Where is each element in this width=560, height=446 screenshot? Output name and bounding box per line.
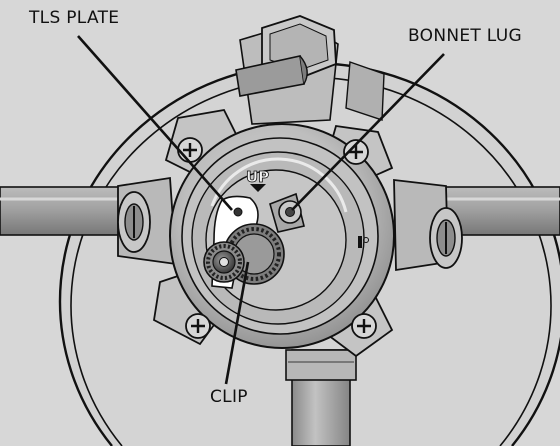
cartridge-stem <box>203 223 285 285</box>
valve-body <box>153 108 395 358</box>
leader-clip <box>224 261 250 385</box>
screw-icon <box>343 139 369 165</box>
leader-tls-plate <box>77 35 233 211</box>
left-fitting <box>117 176 177 266</box>
leader-bonnet-lug <box>291 53 445 211</box>
screw-icon <box>185 313 211 339</box>
screw-icon <box>351 313 377 339</box>
upper-valve <box>235 15 385 125</box>
leader-lines <box>77 35 445 385</box>
callout-clip: CLIP <box>210 387 248 407</box>
up-arrow-icon <box>250 184 266 192</box>
right-fitting <box>393 178 463 272</box>
up-marking: UP <box>246 168 269 186</box>
callout-tls-plate: TLS PLATE <box>29 8 120 28</box>
screw-icon <box>177 137 203 163</box>
callout-bonnet-lug: BONNET LUG <box>408 26 522 46</box>
